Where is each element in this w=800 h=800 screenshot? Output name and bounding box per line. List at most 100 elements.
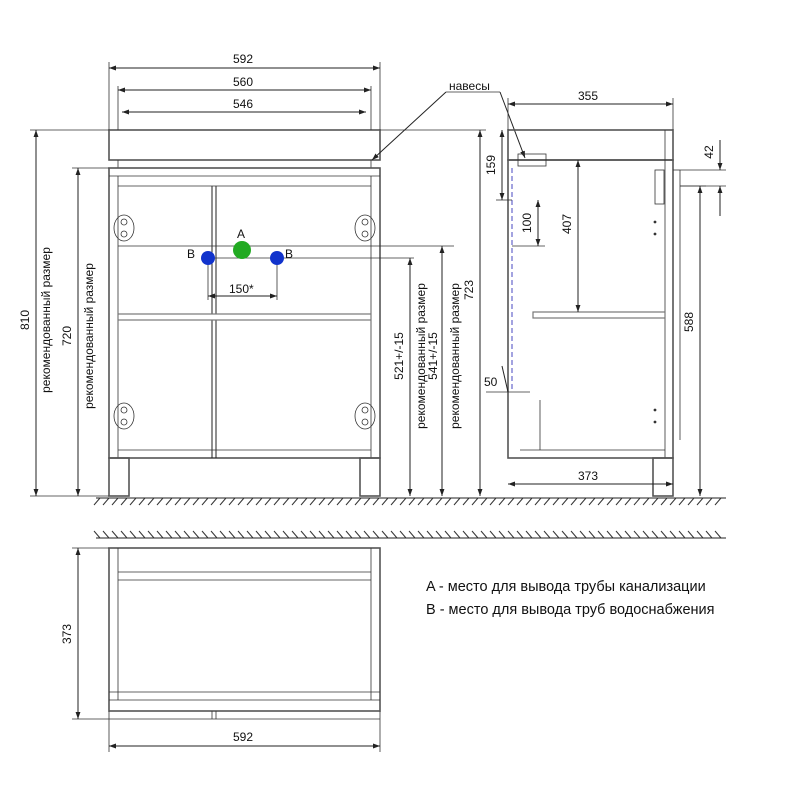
floor-hatch-mark (498, 530, 506, 539)
floor-hatch-mark (219, 530, 227, 539)
floor-hatch-mark (525, 530, 533, 539)
floor-hatch-mark (696, 497, 704, 506)
floor-hatch-mark (516, 497, 524, 506)
floor-hatch-mark (165, 497, 173, 506)
floor-hatch-mark (390, 530, 398, 539)
plan-width: 592 (233, 730, 253, 744)
floor-hatch-mark (552, 497, 560, 506)
floor-hatch-mark (516, 530, 524, 539)
floor-hatch-mark (642, 497, 650, 506)
floor-hatch-mark (435, 530, 443, 539)
floor-hatch-mark (561, 497, 569, 506)
floor-hatch-mark (165, 530, 173, 539)
side-dim-407: 407 (560, 214, 574, 234)
floor-hatch-mark (255, 497, 263, 506)
floor-hatch-mark (129, 530, 137, 539)
floor-hatch-mark (570, 530, 578, 539)
floor-hatch-mark (543, 530, 551, 539)
height-723-dim: 723 (462, 280, 476, 300)
side-dim-100: 100 (520, 213, 534, 233)
floor-hatch-mark (696, 530, 704, 539)
floor-hatch-mark (354, 497, 362, 506)
side-dim-50: 50 (484, 375, 498, 389)
floor-hatch-mark (192, 497, 200, 506)
floor-hatch-mark (552, 530, 560, 539)
front-leg-left (108, 457, 130, 497)
side-dim-42: 42 (702, 145, 716, 159)
floor-hatch-mark (309, 530, 317, 539)
floor-hatch-mark (120, 497, 128, 506)
floor-hatch-mark (381, 497, 389, 506)
floor-hatch-mark (93, 497, 101, 506)
pipe-b-height-dim: 521+/-15 (392, 332, 406, 380)
floor-hatch-mark (399, 530, 407, 539)
floor-hatch-mark (471, 497, 479, 506)
floor-hatch-mark (345, 497, 353, 506)
floor-hatch-mark (570, 497, 578, 506)
floor-hatch-mark (561, 530, 569, 539)
side-top-panel (507, 129, 674, 161)
floor-hatch-mark (291, 530, 299, 539)
front-leg-right (359, 457, 381, 497)
floor-hatch-mark (138, 530, 146, 539)
floor-hatch-mark (399, 497, 407, 506)
floor-hatch-mark (489, 530, 497, 539)
floor-hatch-mark (174, 530, 182, 539)
pipe-a-height-caption: рекомендованный размер (448, 283, 462, 429)
pipe-a-sewer (233, 241, 251, 259)
floor-hatch-mark (444, 530, 452, 539)
floor-hatch-mark (174, 497, 182, 506)
pipe-b-height-caption: рекомендованный размер (414, 283, 428, 429)
floor-hatch-mark (408, 497, 416, 506)
floor-hatch-mark (255, 530, 263, 539)
floor-hatch-mark (264, 530, 272, 539)
floor-hatch-mark (138, 497, 146, 506)
side-leg (652, 457, 674, 497)
side-view: 355 159 100 407 42 588 50 373 (484, 89, 726, 497)
floor-hatch-mark (660, 530, 668, 539)
floor-hatch-mark (480, 497, 488, 506)
floor-hatch-mark (147, 497, 155, 506)
side-dim-588: 588 (682, 312, 696, 332)
floor-hatch-mark (210, 530, 218, 539)
floor-hatch-mark (597, 530, 605, 539)
floor-hatch-mark (210, 497, 218, 506)
front-shelf (117, 313, 372, 321)
floor-hatch-mark (417, 530, 425, 539)
floor-hatch-mark (93, 530, 101, 539)
plan-depth: 373 (60, 624, 74, 644)
floor-hatch-mark (102, 530, 110, 539)
front-height-recommended-caption: рекомендованный размер (82, 263, 96, 409)
floor-hatch-mark (327, 497, 335, 506)
floor-hatch-mark (588, 497, 596, 506)
floor-hatch-mark (651, 497, 659, 506)
front-height-recommended: 720 (60, 326, 74, 346)
floor-hatch-mark (471, 530, 479, 539)
hinge-top-left (113, 214, 135, 242)
floor-line-bottom (93, 530, 726, 539)
floor-hatch-mark (714, 530, 722, 539)
floor-hatch-mark (705, 530, 713, 539)
floor-hatch-mark (327, 530, 335, 539)
floor-hatch-mark (660, 497, 668, 506)
floor-hatch-mark (705, 497, 713, 506)
floor-hatch-mark (183, 497, 191, 506)
floor-hatch-mark (183, 530, 191, 539)
floor-hatch-mark (300, 530, 308, 539)
floor-hatch-mark (354, 530, 362, 539)
floor-hatch-mark (228, 530, 236, 539)
floor-hatch-mark (606, 497, 614, 506)
floor-hatch-mark (300, 497, 308, 506)
floor-hatch-mark (111, 497, 119, 506)
floor-hatch-mark (363, 497, 371, 506)
pipe-b-right-label: B (285, 247, 293, 261)
floor-hatch-mark (579, 530, 587, 539)
floor-hatch-mark (336, 530, 344, 539)
side-depth-total: 355 (578, 89, 598, 103)
floor-hatch-mark (633, 530, 641, 539)
floor-hatch-mark (498, 497, 506, 506)
floor-hatch-mark (597, 497, 605, 506)
floor-hatch-mark (111, 530, 119, 539)
floor-hatch-mark (615, 530, 623, 539)
